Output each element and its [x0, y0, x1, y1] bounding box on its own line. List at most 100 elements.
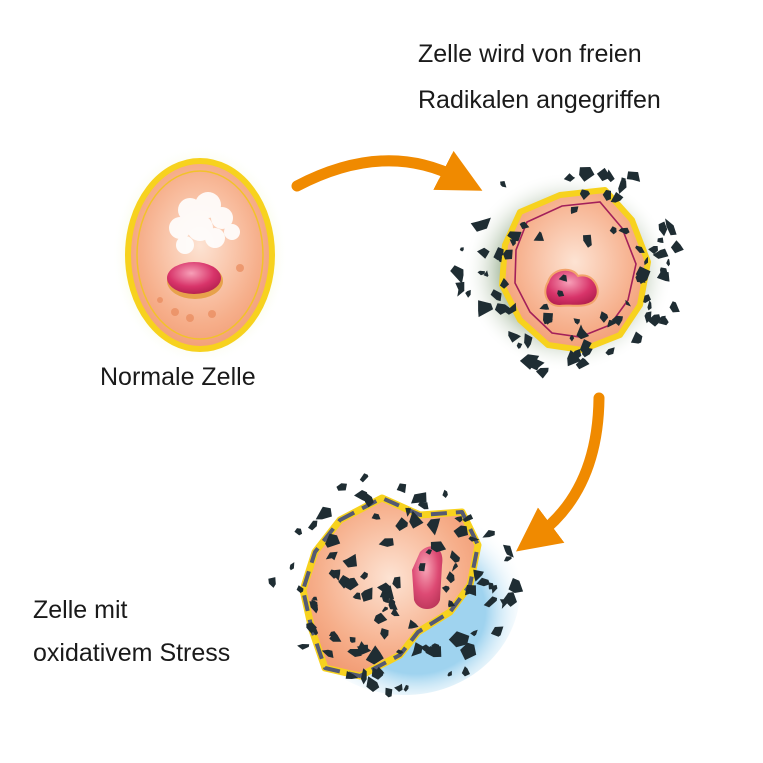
free-radical-speck — [647, 300, 652, 311]
free-radical-speck — [462, 514, 474, 522]
free-radical-speck — [606, 169, 615, 183]
free-radical-speck — [558, 274, 568, 282]
free-radical-speck — [570, 206, 579, 214]
free-radical-speck — [430, 541, 447, 553]
free-radical-speck — [385, 687, 393, 698]
free-radical-speck — [426, 518, 441, 536]
free-radical-speck — [499, 278, 510, 289]
free-radical-speck — [605, 347, 615, 356]
free-radical-speck — [425, 646, 442, 658]
free-radical-speck — [371, 513, 381, 520]
free-radical-speck — [539, 303, 550, 310]
free-radical-speck — [490, 626, 504, 637]
free-radical-speck — [468, 536, 480, 542]
free-radical-speck — [482, 530, 495, 538]
free-radical-speck — [490, 289, 502, 302]
normal-cell-inner-membrane — [136, 170, 264, 340]
free-radical-speck — [543, 312, 553, 325]
free-radical-speck — [533, 231, 544, 241]
free-radical-speck — [388, 596, 396, 610]
free-radical-speck — [360, 668, 367, 685]
free-radical-speck — [354, 490, 368, 503]
stress-cell-damaged-membrane — [301, 496, 480, 678]
free-radical-speck — [625, 300, 631, 307]
free-radical-speck — [508, 578, 524, 593]
free-radical-speck — [359, 473, 369, 483]
free-radical-speck — [315, 506, 332, 520]
free-radical-speck — [567, 350, 582, 367]
free-radical-speck — [403, 684, 409, 692]
free-radical-speck — [441, 585, 450, 593]
free-radical-speck — [448, 600, 456, 608]
free-radical-speck — [405, 507, 411, 517]
free-radical-speck — [607, 319, 617, 328]
free-radical-speck — [408, 619, 419, 629]
free-radical-speck — [575, 357, 590, 370]
free-radical-speck — [652, 248, 669, 259]
free-radical-speck — [453, 525, 468, 538]
free-radical-speck — [657, 237, 664, 243]
free-radical-speck — [341, 577, 359, 591]
free-radical-speck — [477, 270, 485, 276]
free-radicals-attack — [450, 167, 684, 379]
arrow-normal-to-attacked — [291, 150, 483, 192]
normal-cell-membrane — [125, 158, 275, 352]
free-radical-speck — [602, 189, 611, 201]
free-radical-speck — [392, 576, 401, 589]
free-radical-speck — [643, 294, 651, 303]
free-radical-speck — [505, 302, 517, 315]
free-radical-speck — [378, 538, 394, 547]
free-radical-speck — [461, 666, 470, 677]
normal-nucleus — [167, 262, 221, 294]
free-radical-speck — [499, 599, 509, 609]
free-radical-speck — [382, 606, 388, 613]
free-radical-speck — [409, 510, 424, 529]
free-radical-speck — [289, 562, 295, 571]
free-radical-speck — [491, 584, 498, 594]
free-radical-speck — [477, 247, 490, 259]
free-radical-speck — [519, 354, 540, 370]
free-radical-speck — [573, 318, 580, 325]
free-radical-speck — [329, 631, 342, 642]
free-radical-speck — [425, 549, 433, 555]
free-radical-speck — [473, 569, 484, 582]
free-radical-speck — [296, 585, 304, 593]
free-radical-speck — [493, 247, 504, 261]
free-radical-speck — [411, 642, 423, 657]
free-radical-speck — [349, 636, 356, 643]
free-radical-speck — [626, 171, 641, 182]
free-radical-speck — [395, 517, 408, 531]
free-radical-speck — [365, 645, 384, 665]
free-radical-speck — [524, 333, 533, 349]
organelle-cluster — [169, 192, 240, 254]
free-radical-speck — [583, 234, 592, 248]
free-radical-speck — [336, 483, 347, 491]
free-radical-speck — [610, 192, 624, 203]
free-radical-speck — [308, 520, 318, 531]
free-radical-speck — [670, 240, 684, 254]
free-radical-speck — [503, 544, 514, 558]
free-radical-speck — [647, 314, 661, 327]
free-radical-speck — [297, 644, 310, 650]
free-radical-speck — [394, 683, 403, 692]
free-radical-speck — [321, 649, 334, 658]
free-radical-speck — [411, 492, 427, 504]
normal-cell — [112, 145, 288, 365]
free-radical-speck — [309, 601, 318, 614]
free-radical-speck — [446, 571, 455, 584]
free-radical-speck — [644, 311, 652, 324]
free-radical-speck — [648, 246, 658, 255]
free-radical-speck — [417, 501, 429, 510]
free-radical-speck — [366, 676, 380, 692]
free-radical-speck — [576, 324, 590, 340]
attacked-nucleus — [544, 268, 599, 308]
free-radical-speck — [665, 218, 677, 236]
stress-cell — [268, 473, 524, 698]
free-radical-speck — [347, 649, 362, 657]
free-radical-speck — [635, 266, 651, 284]
free-radicals-stress — [268, 473, 524, 698]
free-radical-speck — [658, 221, 668, 237]
free-radical-speck — [478, 300, 494, 318]
attacked-cell-membrane — [499, 187, 651, 353]
